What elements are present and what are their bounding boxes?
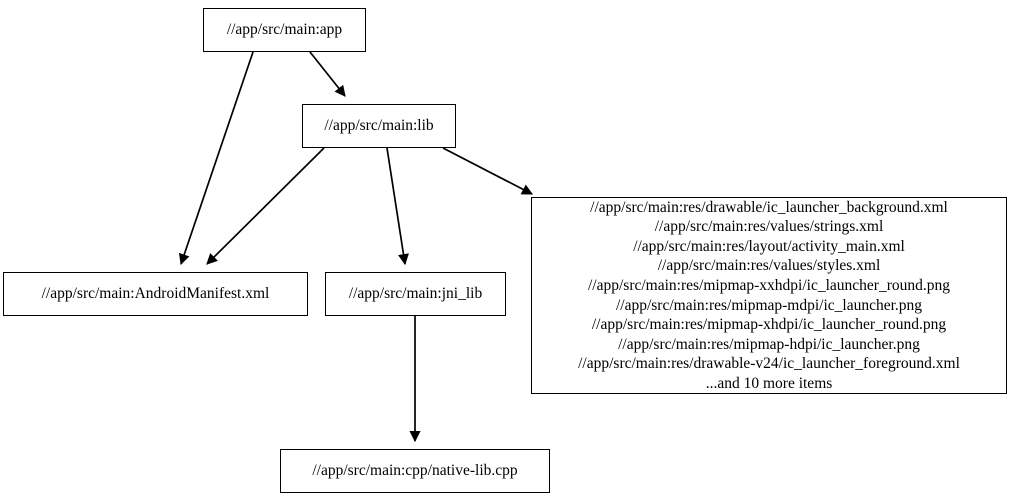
- graph-node-native-lib-cpp[interactable]: //app/src/main:cpp/native-lib.cpp: [280, 449, 550, 493]
- graph-node-jni-lib[interactable]: //app/src/main:jni_lib: [325, 272, 506, 316]
- graph-node-native-lib-cpp-label: //app/src/main:cpp/native-lib.cpp: [312, 462, 518, 480]
- edge-lib-to-jni: [386, 147, 409, 266]
- edge-lib-to-res: [442, 147, 533, 195]
- graph-node-jni-lib-label: //app/src/main:jni_lib: [348, 285, 483, 303]
- edge-lib-to-manifest: [206, 147, 325, 265]
- graph-node-lib-label: //app/src/main:lib: [324, 117, 434, 135]
- graph-node-androidmanifest[interactable]: //app/src/main:AndroidManifest.xml: [3, 272, 308, 316]
- graph-node-androidmanifest-label: //app/src/main:AndroidManifest.xml: [41, 285, 270, 303]
- edge-app-to-manifest: [178, 51, 254, 266]
- graph-node-lib[interactable]: //app/src/main:lib: [302, 104, 456, 148]
- graph-node-app[interactable]: //app/src/main:app: [203, 8, 366, 52]
- graph-node-res-bundle-label: //app/src/main:res/drawable/ic_launcher_…: [578, 198, 960, 392]
- edge-app-to-lib: [309, 51, 346, 97]
- graph-node-res-bundle[interactable]: //app/src/main:res/drawable/ic_launcher_…: [531, 197, 1007, 394]
- graph-node-app-label: //app/src/main:app: [226, 21, 343, 39]
